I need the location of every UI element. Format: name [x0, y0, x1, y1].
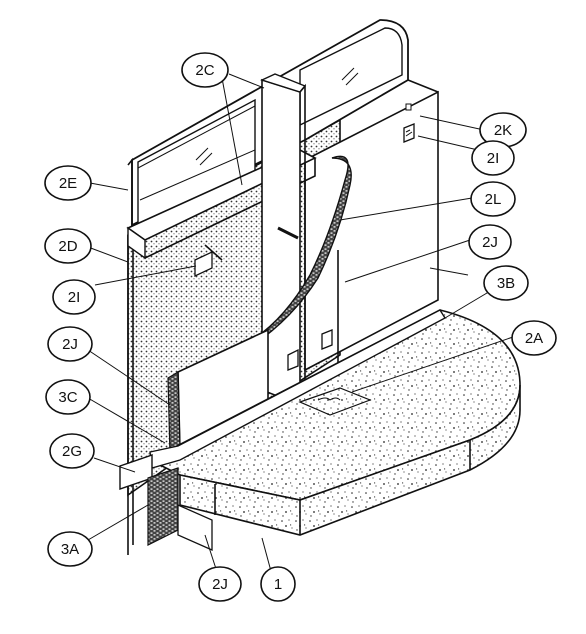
callout-2J-bottom: 2J — [198, 566, 242, 602]
svg-text:2K: 2K — [494, 122, 512, 139]
svg-text:2J: 2J — [482, 234, 498, 251]
callout-2J-right: 2J — [468, 224, 512, 260]
callout-2J-left: 2J — [47, 326, 93, 362]
callout-2I-top: 2I — [471, 140, 515, 176]
callout-3C: 3C — [45, 379, 91, 415]
callout-3A: 3A — [47, 531, 93, 567]
svg-text:2E: 2E — [59, 175, 77, 192]
callout-2L: 2L — [470, 181, 516, 217]
svg-text:2D: 2D — [58, 238, 77, 255]
svg-text:3B: 3B — [497, 275, 515, 292]
callout-2D: 2D — [44, 228, 92, 264]
callout-1: 1 — [260, 566, 296, 602]
mullion-post — [260, 73, 307, 407]
svg-text:2C: 2C — [195, 62, 214, 79]
svg-text:3A: 3A — [61, 541, 79, 558]
callouts: 2C 2K 2I 2E 2L 2D 2J 2I — [44, 52, 557, 602]
svg-text:2J: 2J — [212, 576, 228, 593]
svg-text:1: 1 — [274, 576, 282, 593]
wall-anchors — [194, 103, 415, 371]
svg-text:2I: 2I — [68, 289, 81, 306]
svg-text:2G: 2G — [62, 443, 82, 460]
callout-2A: 2A — [511, 320, 557, 356]
callout-2I-left: 2I — [52, 279, 96, 315]
concrete-slab — [148, 309, 521, 536]
leader-lines — [87, 73, 514, 576]
base-angle — [119, 309, 446, 551]
brick-cutaway — [167, 155, 352, 456]
callout-2G: 2G — [49, 433, 95, 469]
callout-2C: 2C — [181, 52, 229, 88]
svg-text:2L: 2L — [485, 191, 502, 208]
callout-2E: 2E — [44, 165, 92, 201]
svg-text:2A: 2A — [525, 330, 543, 347]
svg-text:2I: 2I — [487, 150, 500, 167]
callout-3B: 3B — [483, 265, 529, 301]
svg-text:2J: 2J — [62, 336, 78, 353]
svg-text:3C: 3C — [58, 389, 77, 406]
